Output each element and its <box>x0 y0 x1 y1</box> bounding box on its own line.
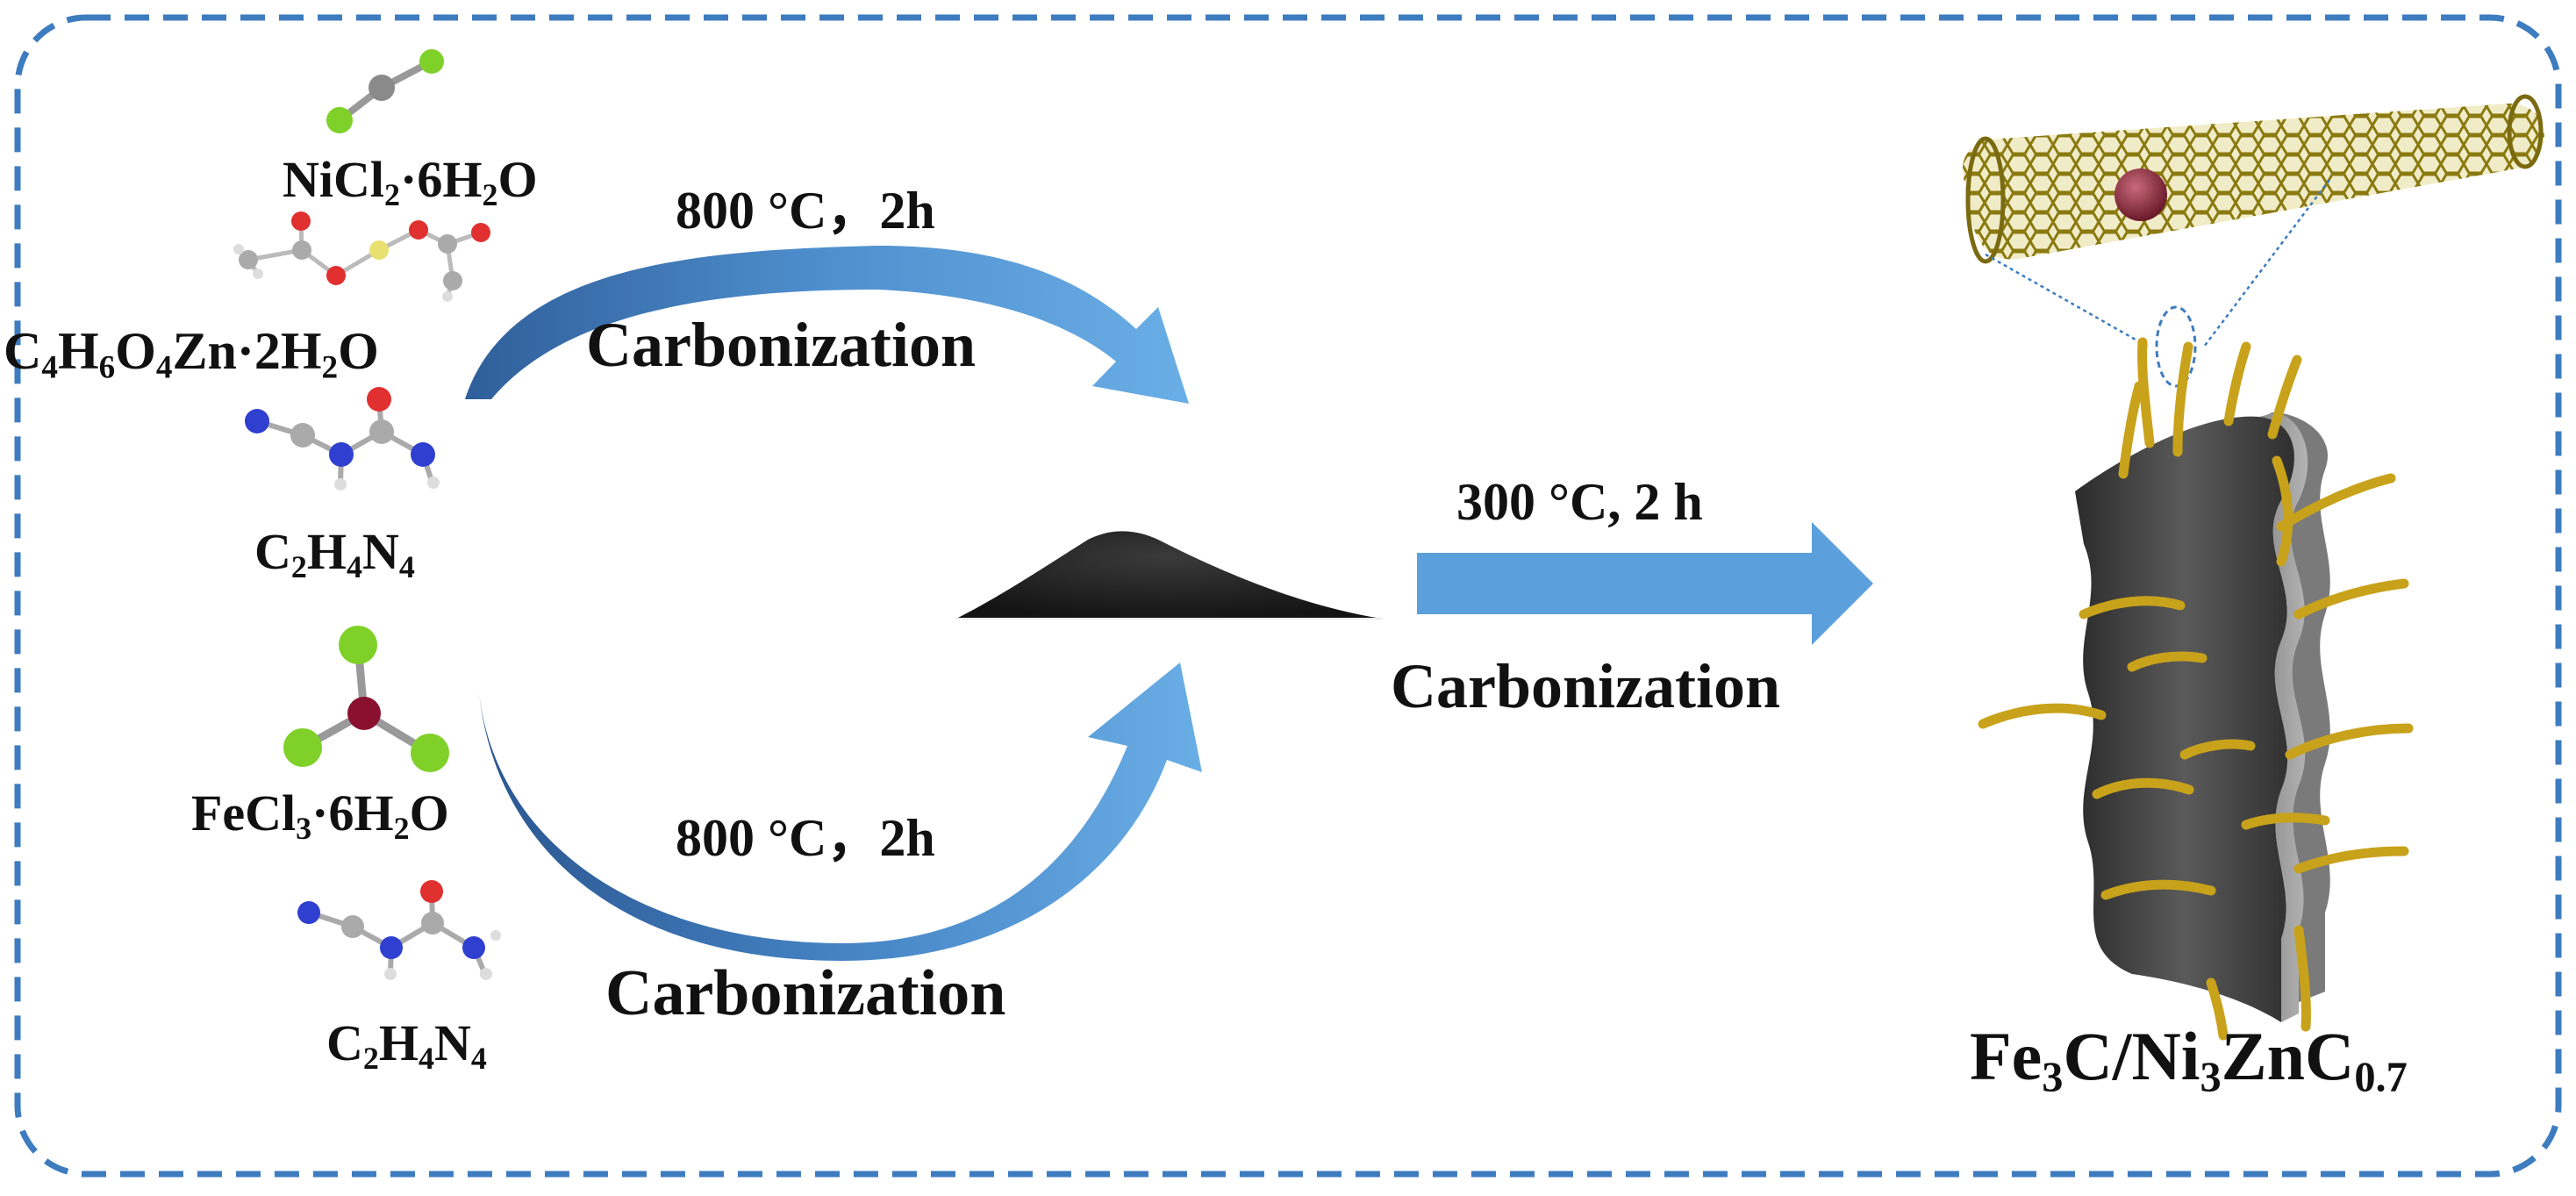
fecl3-molecule-icon <box>283 626 449 772</box>
dicyandiamide-molecule-icon <box>245 387 440 491</box>
nicl2-molecule-icon <box>326 49 444 133</box>
bottom-step-condition: 800 °C，2h <box>676 809 935 867</box>
zinc-acetate-label: C4H6O4Zn·2H2O <box>4 322 379 386</box>
layered-sheet-composite-icon <box>1978 337 2414 1041</box>
dicyandiamide-label-top: C2H4N4 <box>254 523 415 585</box>
bottom-step-process: Carbonization <box>605 957 1006 1029</box>
final-step-condition: 300 °C, 2 h <box>1456 473 1703 531</box>
top-curved-arrow <box>465 246 1189 404</box>
dicyandiamide-label-bottom: C2H4N4 <box>326 1014 487 1077</box>
straight-arrow <box>1417 522 1873 645</box>
dashed-frame <box>14 14 2562 1178</box>
top-step-process: Carbonization <box>586 310 977 380</box>
nicl2-label: NiCl2·6H2O <box>283 151 538 213</box>
dicyandiamide-molecule-icon-2 <box>297 880 501 980</box>
carbon-powder-icon <box>956 531 1382 619</box>
zinc-acetate-molecule-icon <box>233 211 490 302</box>
final-step-process: Carbonization <box>1391 651 1781 721</box>
product-label: Fe3C/Ni3ZnC0.7 <box>1970 1018 2408 1101</box>
top-step-condition: 800 °C，2h <box>676 182 935 240</box>
carbon-nanotube-icon <box>1962 94 2544 388</box>
fecl3-label: FeCl3·6H2O <box>191 784 449 847</box>
